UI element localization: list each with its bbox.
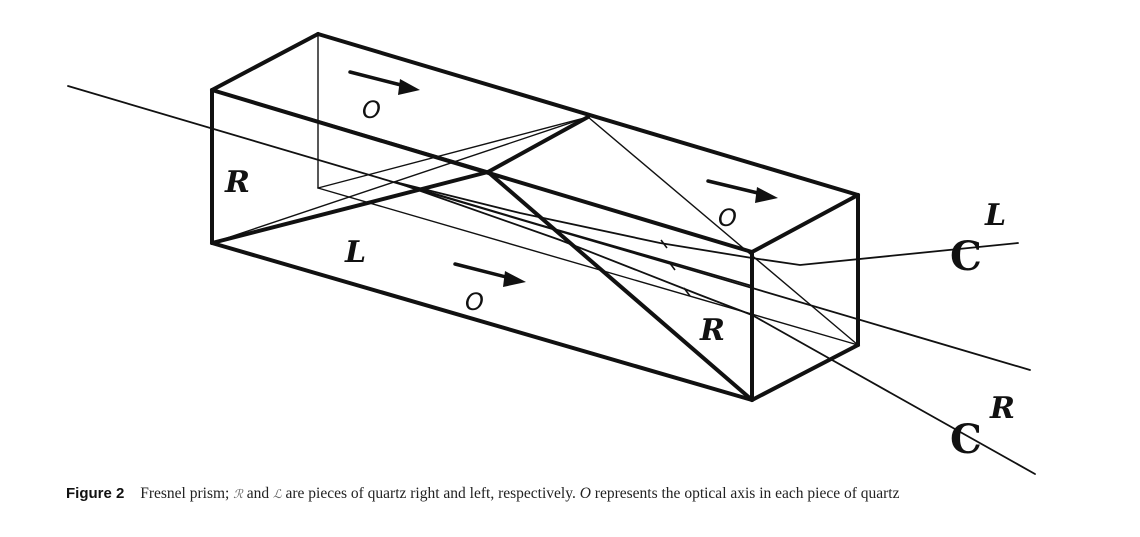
output-label-r: R (989, 391, 1015, 426)
piece-label-r-right: R (699, 313, 725, 348)
output-label-l: L (984, 198, 1006, 233)
ray-tick-marks (660, 239, 691, 297)
piece-label-l: L (344, 235, 366, 270)
figure-number: Figure 2 (66, 485, 125, 502)
axis-label-right: O (718, 204, 737, 232)
optical-axis-arrow-middle (453, 262, 526, 287)
caption-symbol-o: O (579, 485, 591, 502)
prism-cut-planes (210, 88, 754, 402)
piece-label-r-left: R (224, 165, 250, 200)
emerging-rays (751, 242, 1036, 475)
prism-hidden-edges (211, 33, 859, 346)
caption-text-2: and (246, 485, 270, 502)
internal-rays (394, 181, 753, 316)
caption-symbol-l: ℒ (272, 487, 282, 501)
figure-caption: Figure 2 Fresnel prism; ℛ and ℒ are piec… (66, 485, 1126, 503)
caption-text-4: represents the optical axis in each piec… (594, 485, 900, 502)
circular-symbol-right: C (950, 416, 982, 463)
circular-symbol-left: C (950, 233, 982, 280)
caption-text-1: Fresnel prism; (140, 485, 230, 502)
emerging-ray-right (751, 314, 1036, 475)
axis-label-middle: O (465, 288, 484, 316)
optical-axis-arrow-right (706, 179, 778, 203)
caption-text-3: are pieces of quartz right and left, res… (285, 485, 576, 502)
emerging-ray-left (751, 242, 1019, 266)
axis-label-top: O (362, 96, 381, 124)
optical-axis-arrow-top (348, 70, 420, 95)
caption-symbol-r: ℛ (233, 487, 243, 501)
